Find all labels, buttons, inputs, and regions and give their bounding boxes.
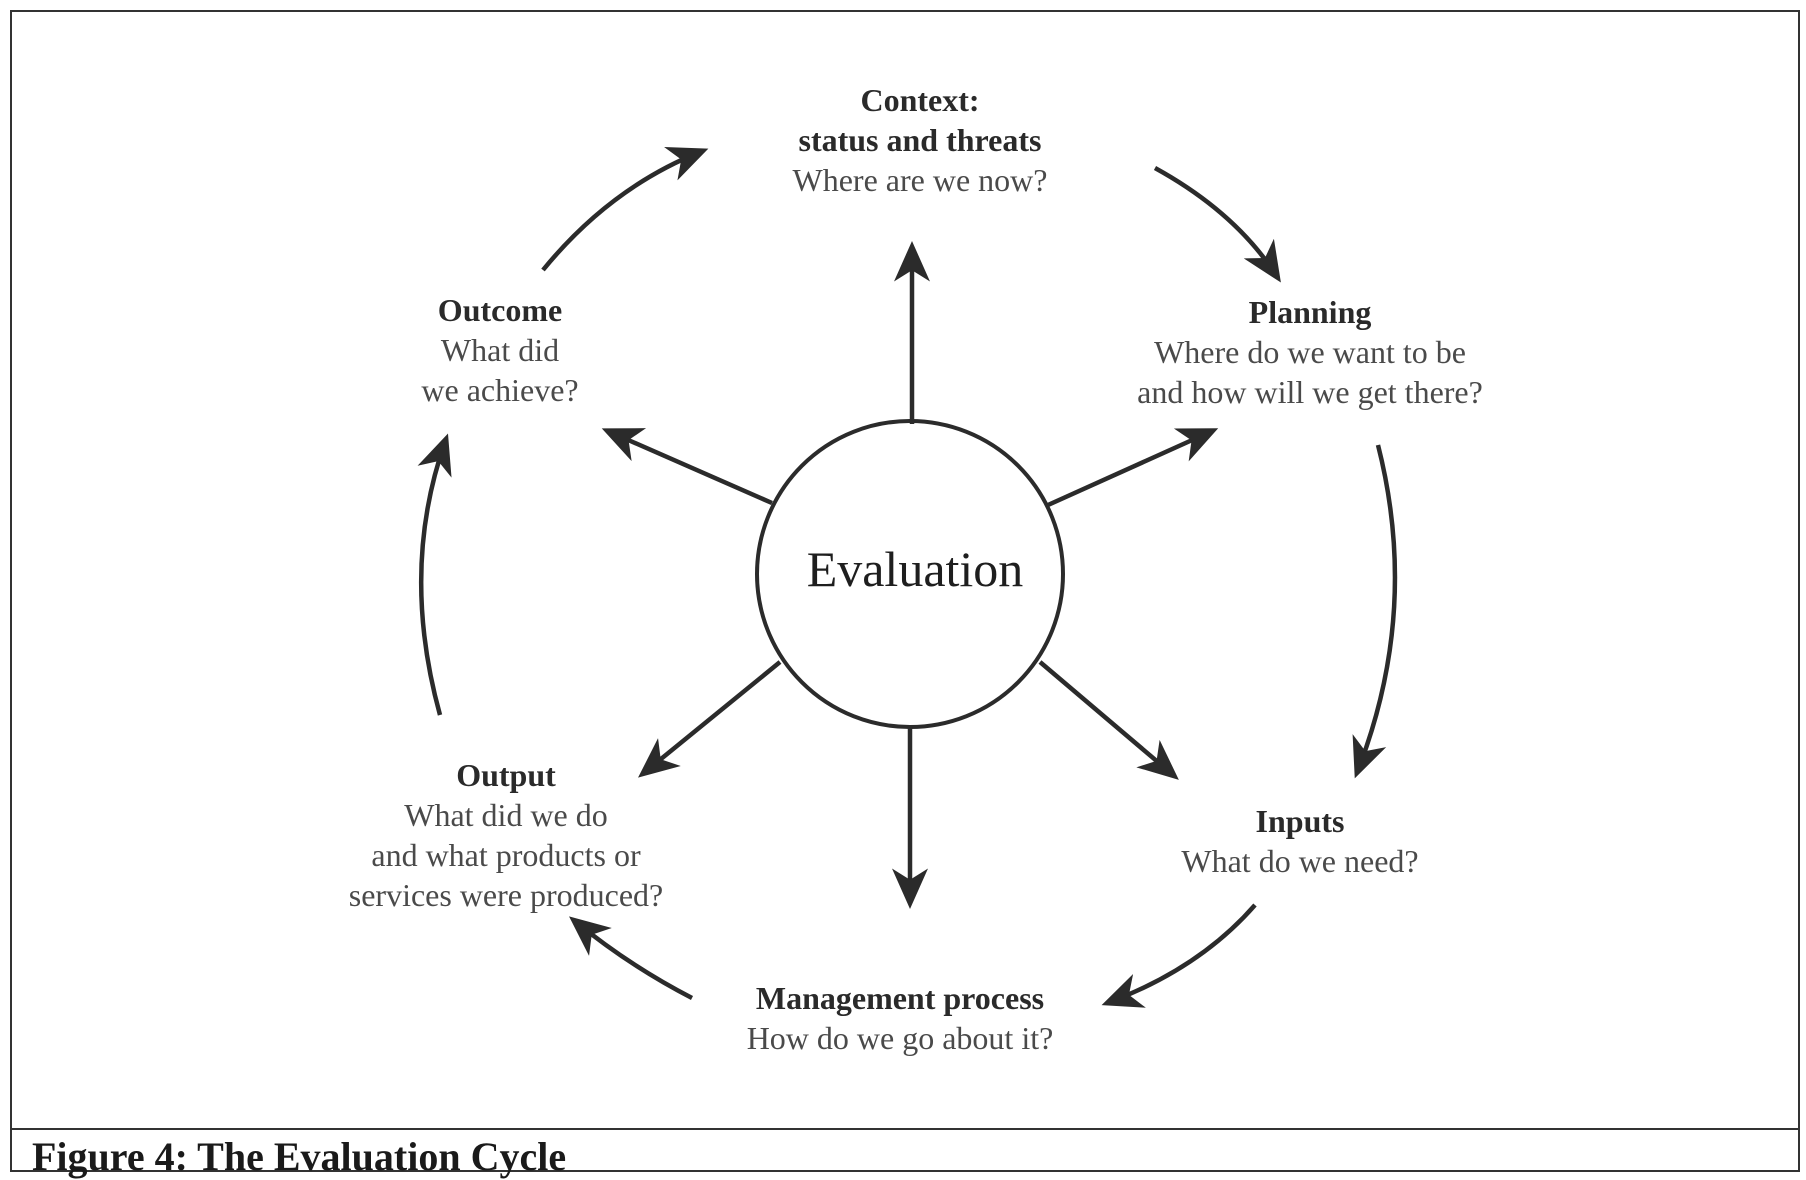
outcome-question-line2: we achieve? xyxy=(421,372,579,408)
outcome-question-line1: What did xyxy=(440,332,560,368)
planning-question-line2: and how will we get there? xyxy=(1137,374,1483,410)
cycle-arrow-management-to-output xyxy=(569,916,694,1000)
node-context: Context: status and threats Where are we… xyxy=(793,80,1048,200)
output-question-line1: What did we do xyxy=(404,797,608,833)
management-question: How do we go about it? xyxy=(746,1020,1054,1056)
cycle-arrow-planning-to-inputs xyxy=(1352,444,1398,779)
figure-frame xyxy=(10,10,1800,1172)
arrow-to-outcome xyxy=(601,428,773,506)
planning-title: Planning xyxy=(1248,294,1372,330)
management-title: Management process xyxy=(755,980,1045,1016)
output-question-line2: and what products or xyxy=(371,837,641,873)
figure-caption: Figure 4: The Evaluation Cycle xyxy=(32,1134,567,1179)
outcome-title: Outcome xyxy=(437,292,563,328)
cycle-arrow-outcome-to-context xyxy=(541,146,709,272)
output-question-line3: services were produced? xyxy=(348,877,664,913)
context-subtitle: status and threats xyxy=(798,122,1042,158)
arrow-to-output xyxy=(638,660,782,778)
context-question: Where are we now? xyxy=(792,162,1048,198)
inputs-question: What do we need? xyxy=(1181,843,1419,879)
node-management: Management process How do we go about it… xyxy=(747,978,1054,1058)
cycle-arrow-output-to-outcome xyxy=(417,433,452,716)
arrow-to-inputs xyxy=(1038,660,1179,780)
evaluation-label: Evaluation xyxy=(806,541,1024,597)
inputs-title: Inputs xyxy=(1255,803,1345,839)
caption-divider xyxy=(10,1128,1800,1130)
context-title: Context: xyxy=(860,82,980,118)
node-output: Output What did we do and what products … xyxy=(349,755,664,915)
cycle-arrow-context-to-planning xyxy=(1153,166,1281,283)
node-inputs: Inputs What do we need? xyxy=(1181,801,1418,881)
output-title: Output xyxy=(456,757,556,793)
cycle-arrow-inputs-to-management xyxy=(1101,903,1257,1008)
planning-question-line1: Where do we want to be xyxy=(1154,334,1466,370)
node-planning: Planning Where do we want to be and how … xyxy=(1137,292,1483,412)
node-outcome: Outcome What did we achieve? xyxy=(421,290,578,410)
arrow-to-planning xyxy=(1047,428,1219,508)
